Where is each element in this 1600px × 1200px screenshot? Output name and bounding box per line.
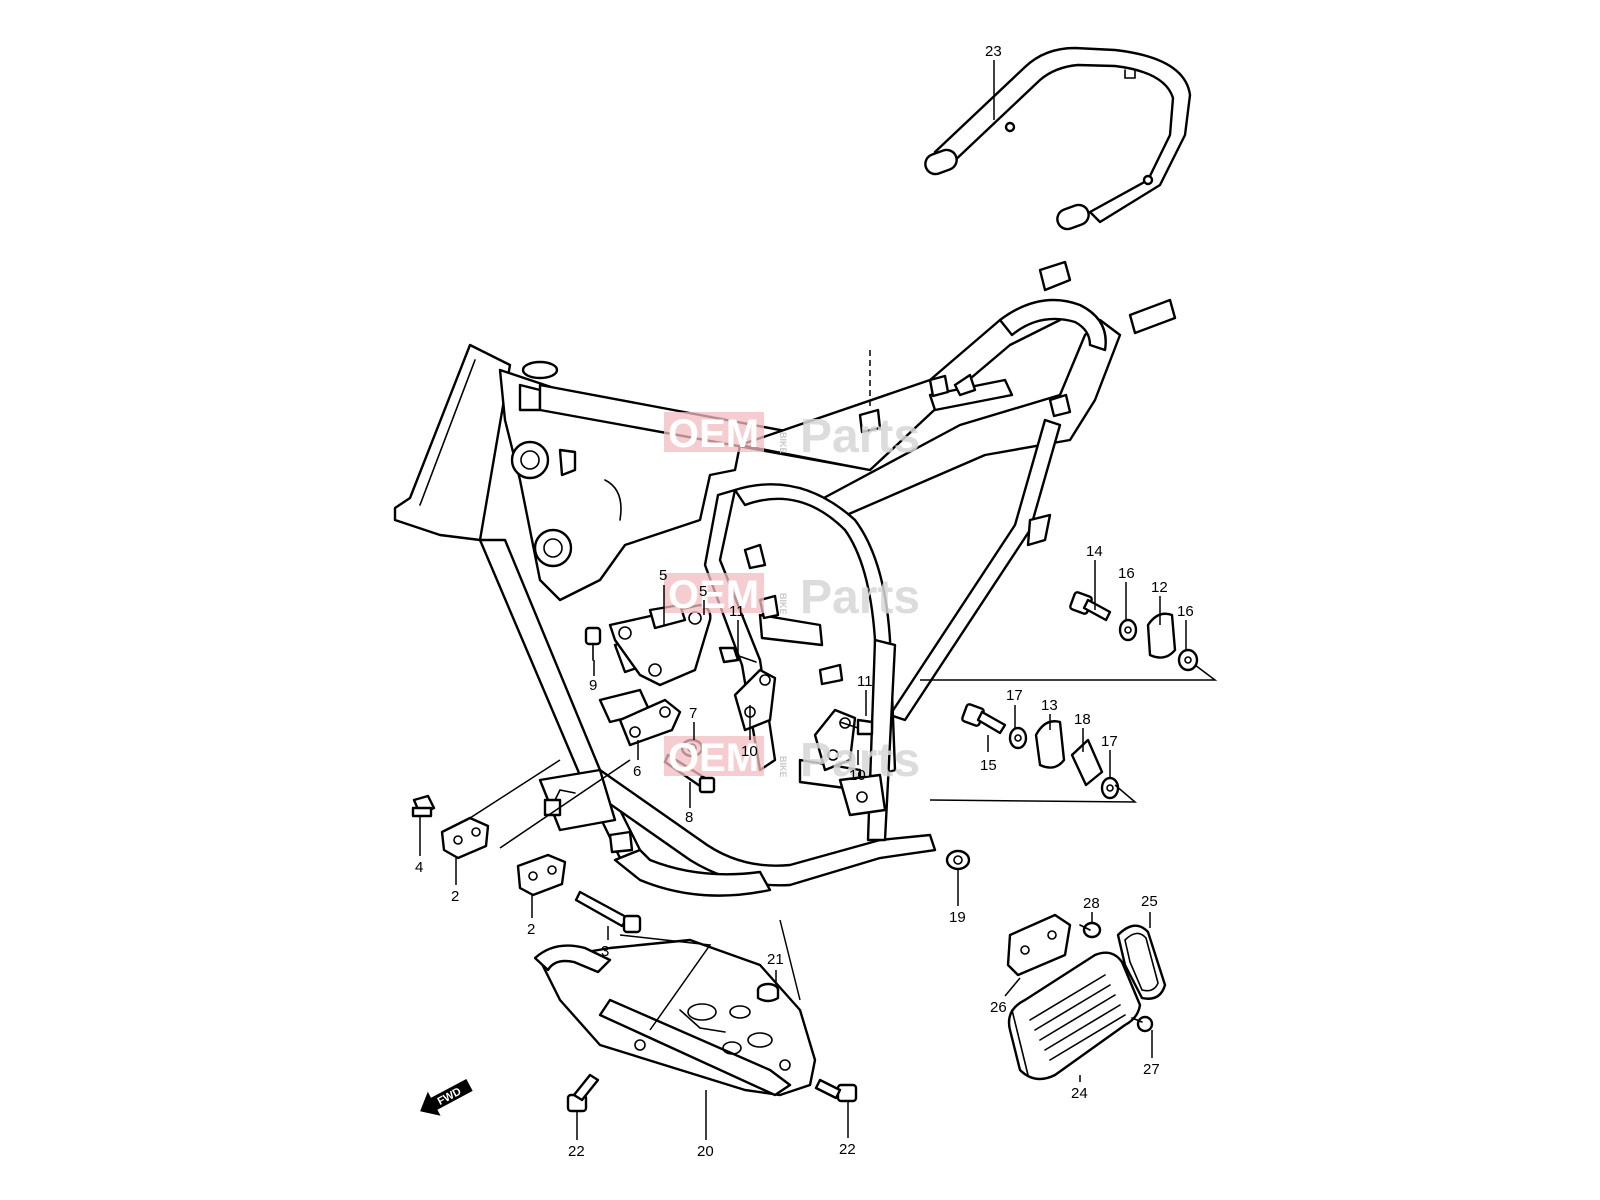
watermark-middle: OEM BIKE Parts xyxy=(664,571,920,624)
callout-22: 22 xyxy=(839,1141,856,1158)
callout-20: 20 xyxy=(697,1143,714,1160)
callout-24: 24 xyxy=(1071,1085,1088,1102)
callout-26: 26 xyxy=(990,999,1007,1016)
part-3-bolt xyxy=(574,890,642,934)
part-24-tool-box xyxy=(1007,951,1142,1081)
fwd-arrow-icon: FWD xyxy=(420,1079,473,1116)
part-13-rubber-mount xyxy=(1034,720,1066,769)
part-15-bolt xyxy=(961,703,1007,735)
part-16-washer-a xyxy=(1118,618,1138,642)
callout-23: 23 xyxy=(985,43,1002,60)
callout-18: 18 xyxy=(1074,711,1091,728)
part-4-nut xyxy=(411,794,436,818)
callout-6: 6 xyxy=(633,763,641,780)
watermark-top: OEM BIKE Parts xyxy=(664,410,920,463)
callout-17: 17 xyxy=(1101,733,1118,750)
callout-7: 7 xyxy=(689,705,697,722)
callout-4: 4 xyxy=(415,859,423,876)
part-11-bolt-a xyxy=(718,646,757,664)
callout-9: 9 xyxy=(589,677,597,694)
callout-11: 11 xyxy=(729,603,745,620)
callout-27: 27 xyxy=(1143,1061,1160,1078)
watermark-oem-text: OEM xyxy=(668,412,759,456)
watermark-parts-text: Parts xyxy=(800,571,920,624)
watermark-bike-text: BIKE xyxy=(778,432,788,454)
part-11-bolt-b xyxy=(839,718,874,736)
callout-16: 16 xyxy=(1177,603,1194,620)
callout-2: 2 xyxy=(527,921,535,938)
callout-25: 25 xyxy=(1141,893,1158,910)
part-14-bolt xyxy=(1069,591,1112,622)
part-19-nut xyxy=(945,849,971,871)
fwd-label: FWD xyxy=(436,1086,464,1108)
part-10-engine-bracket-center xyxy=(733,668,777,732)
callout-17: 17 xyxy=(1006,687,1023,704)
part-23-grab-rail xyxy=(924,46,1192,231)
part-22-bolt-a xyxy=(566,1073,600,1113)
callout-3: 3 xyxy=(601,943,609,960)
part-9-bolt xyxy=(584,626,602,661)
part-27-screw xyxy=(1131,1015,1154,1033)
watermark-oem-text: OEM xyxy=(668,736,759,780)
callout-28: 28 xyxy=(1083,895,1100,912)
watermark-oem-text: OEM xyxy=(668,573,759,617)
watermark-bottom: OEM BIKE Parts xyxy=(664,734,920,787)
callout-13: 13 xyxy=(1041,697,1058,714)
callout-16: 16 xyxy=(1118,565,1135,582)
callout-22: 22 xyxy=(568,1143,585,1160)
callout-19: 19 xyxy=(949,909,966,926)
callout-14: 14 xyxy=(1086,543,1103,560)
part-6-engine-bracket-lower xyxy=(618,698,682,747)
part-21-grommet xyxy=(756,982,780,1003)
callout-12: 12 xyxy=(1151,579,1168,596)
part-2-bracket-a xyxy=(440,816,490,860)
callout-11: 11 xyxy=(857,673,873,690)
bracket-guide-upper xyxy=(469,759,561,819)
mount-guide-upper xyxy=(920,664,1218,681)
callout-5: 5 xyxy=(659,567,667,584)
callout-8: 8 xyxy=(685,809,693,826)
skid-guide-2 xyxy=(779,919,801,1001)
part-20-skid-plate xyxy=(533,938,817,1097)
callout-10: 10 xyxy=(741,743,758,760)
part-22-bolt-b xyxy=(814,1078,858,1103)
skid-guide xyxy=(619,934,712,1031)
part-16-washer-b xyxy=(1177,648,1199,672)
callout-10: 10 xyxy=(849,767,866,784)
callout-labels: 23 14 16 12 16 17 13 18 17 15 5 5 11 11 … xyxy=(415,43,1194,1160)
callout-5: 5 xyxy=(699,583,707,600)
part-17-washer-b xyxy=(1100,776,1120,800)
part-26-bracket xyxy=(1006,913,1072,977)
mount-guide-lower xyxy=(929,784,1138,803)
leader-lines xyxy=(419,60,1187,1140)
bracket-guide-lower xyxy=(499,759,631,849)
callout-2: 2 xyxy=(451,888,459,905)
part-10-engine-bracket-rear xyxy=(813,708,857,772)
part-28-screw xyxy=(1079,921,1102,939)
watermark-bike-text: BIKE xyxy=(778,756,788,778)
watermark-parts-text: Parts xyxy=(800,410,920,463)
callout-21: 21 xyxy=(767,951,784,968)
part-12-rubber-mount xyxy=(1146,612,1177,659)
part-25-gasket xyxy=(1116,924,1167,1000)
part-17-washer-a xyxy=(1008,726,1028,750)
callout-15: 15 xyxy=(980,757,997,774)
watermark-bike-text: BIKE xyxy=(778,593,788,615)
part-18-collar xyxy=(1070,738,1104,787)
part-2-bracket-b xyxy=(516,853,567,897)
watermark-parts-text: Parts xyxy=(800,734,920,787)
